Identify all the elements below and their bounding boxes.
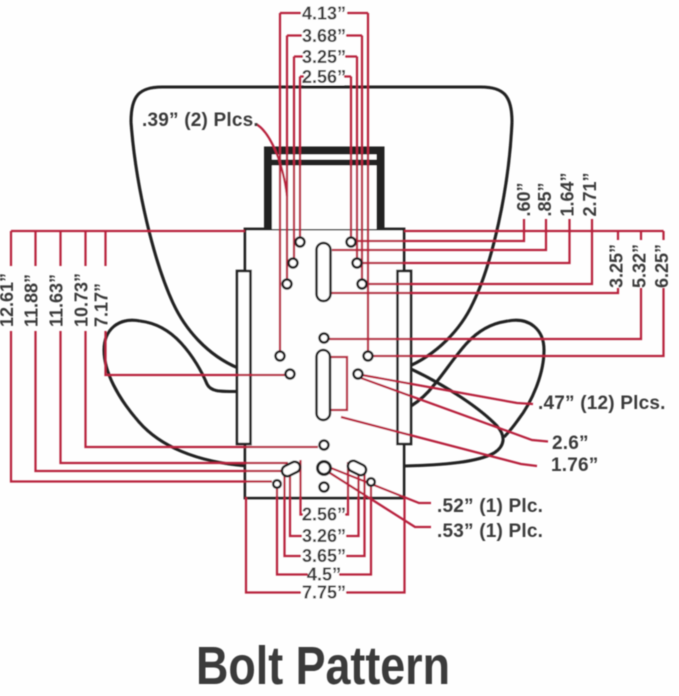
svg-text:.85”: .85”: [535, 182, 555, 216]
svg-text:.52” (1) Plc.: .52” (1) Plc.: [437, 496, 543, 517]
svg-text:10.73”: 10.73”: [72, 273, 92, 327]
svg-text:.39” (2) Plcs.: .39” (2) Plcs.: [142, 110, 259, 131]
svg-text:4.13”: 4.13”: [302, 4, 346, 24]
svg-text:Bolt Pattern: Bolt Pattern: [196, 635, 450, 696]
svg-text:11.63”: 11.63”: [47, 274, 67, 327]
svg-text:3.25”: 3.25”: [607, 244, 627, 288]
svg-text:11.88”: 11.88”: [22, 274, 42, 327]
svg-text:5.32”: 5.32”: [630, 244, 650, 288]
svg-text:12.61”: 12.61”: [0, 273, 17, 327]
svg-text:2.56”: 2.56”: [302, 505, 346, 525]
svg-text:1.64”: 1.64”: [558, 172, 578, 216]
svg-text:4.5”: 4.5”: [307, 565, 341, 585]
svg-text:3.65”: 3.65”: [302, 546, 346, 566]
svg-text:6.25”: 6.25”: [652, 244, 672, 288]
svg-text:1.76”: 1.76”: [551, 455, 598, 476]
svg-text:3.26”: 3.26”: [302, 526, 346, 546]
svg-text:3.25”: 3.25”: [302, 47, 346, 67]
svg-text:2.6”: 2.6”: [552, 433, 589, 454]
svg-text:.53” (1) Plc.: .53” (1) Plc.: [437, 521, 543, 542]
svg-text:2.56”: 2.56”: [302, 67, 346, 87]
svg-text:3.68”: 3.68”: [302, 26, 346, 46]
svg-text:.47” (12) Plcs.: .47” (12) Plcs.: [538, 393, 666, 414]
svg-text:.60”: .60”: [514, 182, 534, 216]
svg-text:7.17”: 7.17”: [92, 283, 112, 327]
svg-text:2.71”: 2.71”: [580, 172, 600, 216]
svg-text:7.75”: 7.75”: [302, 583, 346, 603]
